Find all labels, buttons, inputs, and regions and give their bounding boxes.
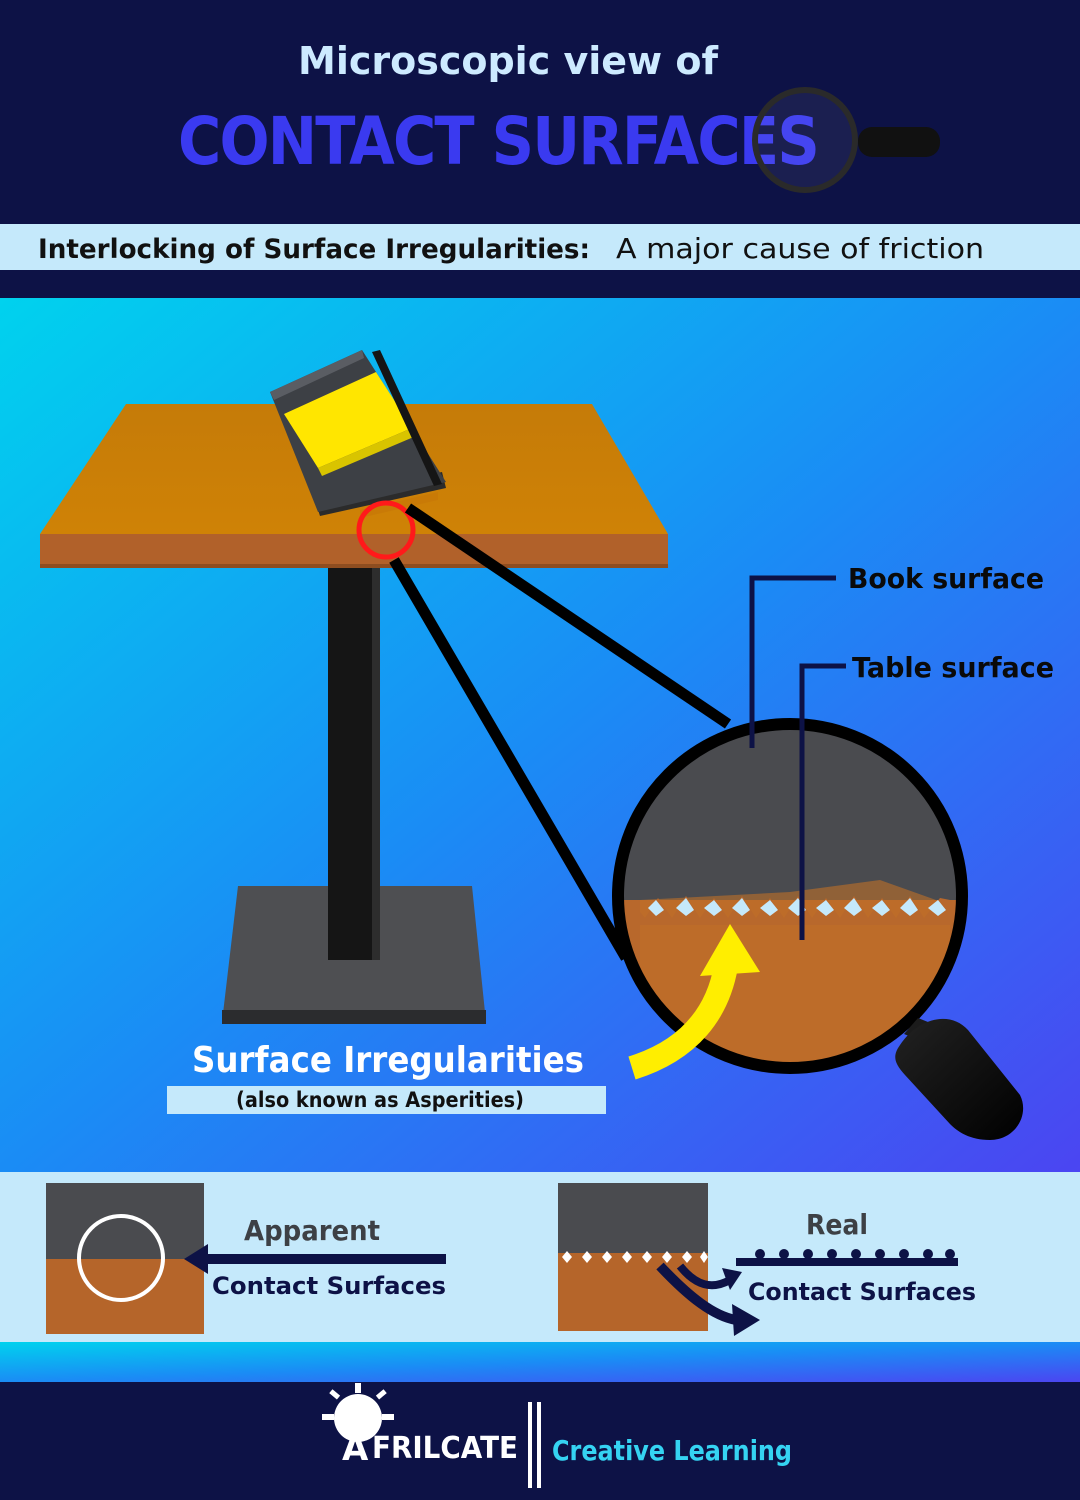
banner-background [0, 224, 1080, 270]
book-surface-label: Book surface [848, 562, 1044, 595]
real-subtitle: Contact Surfaces [748, 1278, 976, 1306]
yellow-arrow-icon [628, 924, 760, 1080]
irregularities-sublabel: (also known as Asperities) [236, 1088, 524, 1112]
banner-spacer [0, 270, 1080, 298]
lightbulb-icon [322, 1383, 394, 1442]
asperity-gaps [648, 898, 946, 916]
irregularities-sublabel-background [167, 1086, 606, 1114]
magnifier-handle-icon [895, 1018, 1024, 1140]
magnified-view [622, 728, 958, 1064]
magnifier-lens-rim [612, 718, 968, 1074]
contact-point-highlight [356, 500, 416, 560]
real-arrows-icon [656, 1262, 760, 1336]
apparent-contact-figure [46, 1183, 204, 1334]
lower-gradient-strip [0, 1342, 1080, 1382]
irregularities-label: Surface Irregularities [192, 1040, 584, 1081]
banner-bold-text: Interlocking of Surface Irregularities: [38, 234, 590, 265]
afrilcate-logo: A FRILCATE [322, 1383, 518, 1469]
table-surface-leader [799, 663, 846, 940]
header-background [0, 0, 1080, 222]
magnifier-icon [752, 87, 940, 193]
real-title: Real [806, 1208, 868, 1241]
zoom-line-upper [404, 503, 732, 729]
apparent-arrow-icon [184, 1244, 446, 1274]
footer-divider [528, 1402, 532, 1488]
brand-initial: A [342, 1429, 369, 1469]
banner-text: A major cause of friction [616, 232, 984, 265]
page-title: CONTACT SURFACES [178, 103, 818, 180]
book-surface-leader [749, 575, 836, 748]
real-dotted-line [736, 1249, 958, 1266]
table-surface-label: Table surface [852, 651, 1054, 684]
footer-tagline: Creative Learning [552, 1434, 792, 1467]
apparent-title: Apparent [244, 1214, 380, 1247]
footer-divider-2 [537, 1402, 541, 1488]
book [270, 350, 446, 518]
real-contact-figure [558, 1183, 708, 1331]
apparent-subtitle: Contact Surfaces [212, 1272, 446, 1300]
brand-name: FRILCATE [372, 1431, 518, 1466]
header-subtitle: Microscopic view of [298, 39, 718, 83]
zoom-line-lower [389, 557, 631, 961]
